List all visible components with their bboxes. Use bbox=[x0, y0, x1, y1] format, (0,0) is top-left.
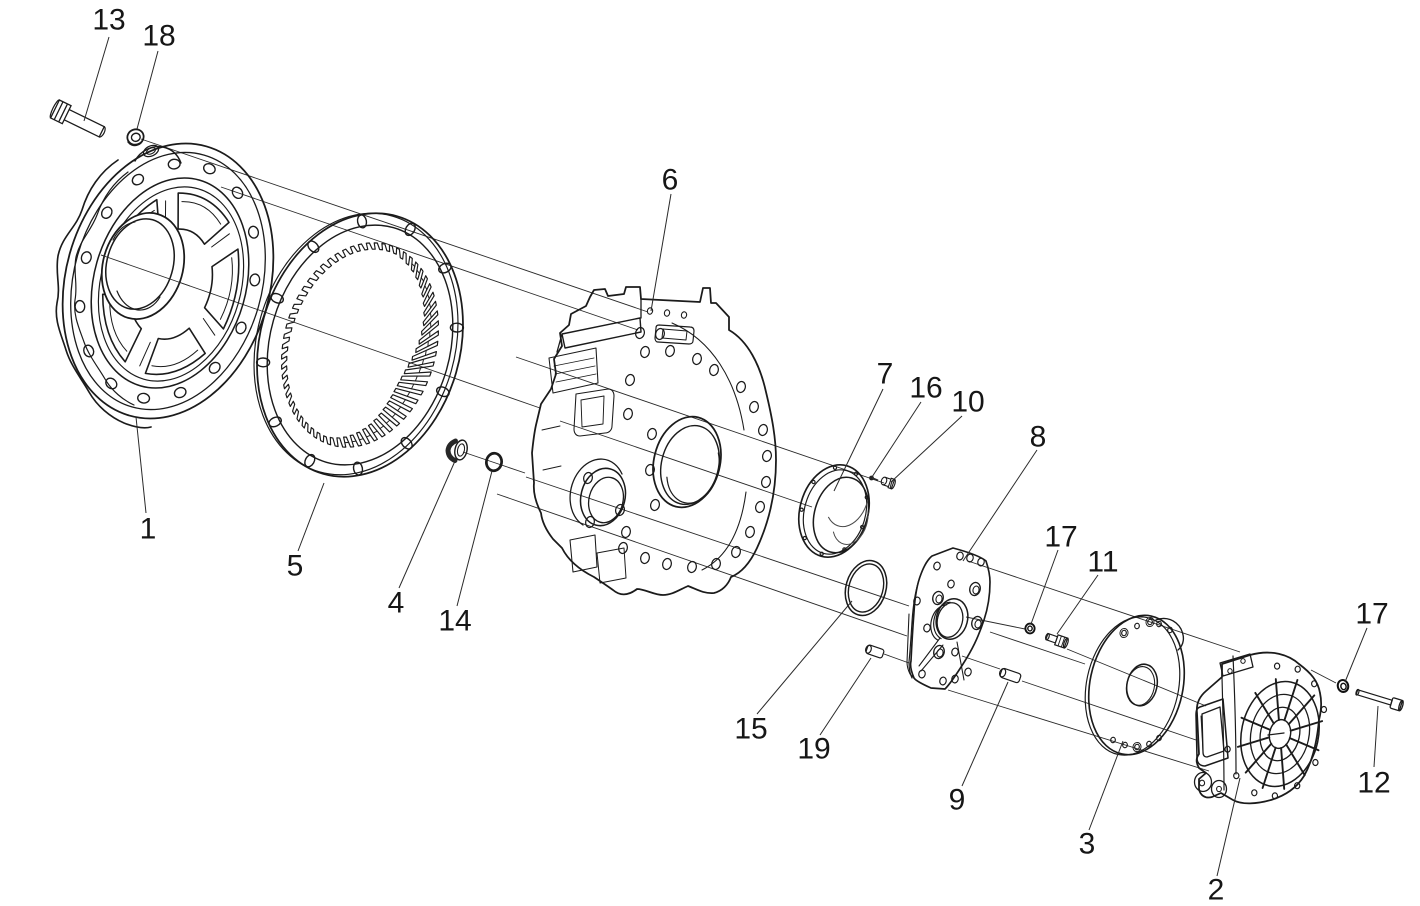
svg-text:7: 7 bbox=[877, 358, 894, 391]
svg-text:17: 17 bbox=[1044, 521, 1077, 554]
svg-text:11: 11 bbox=[1087, 546, 1118, 579]
svg-text:17: 17 bbox=[1355, 598, 1388, 631]
svg-text:2: 2 bbox=[1208, 874, 1225, 906]
svg-text:9: 9 bbox=[949, 784, 966, 817]
svg-text:19: 19 bbox=[797, 733, 830, 766]
svg-text:3: 3 bbox=[1079, 828, 1096, 861]
svg-text:4: 4 bbox=[388, 587, 405, 620]
svg-text:8: 8 bbox=[1030, 421, 1047, 454]
svg-text:10: 10 bbox=[951, 386, 984, 419]
svg-text:16: 16 bbox=[909, 372, 942, 405]
svg-text:13: 13 bbox=[92, 4, 125, 37]
svg-text:15: 15 bbox=[734, 713, 767, 746]
svg-text:18: 18 bbox=[142, 20, 175, 53]
svg-text:12: 12 bbox=[1357, 767, 1390, 800]
svg-text:14: 14 bbox=[438, 605, 471, 638]
svg-text:6: 6 bbox=[662, 164, 679, 197]
svg-text:1: 1 bbox=[140, 513, 157, 546]
svg-text:5: 5 bbox=[287, 550, 304, 583]
